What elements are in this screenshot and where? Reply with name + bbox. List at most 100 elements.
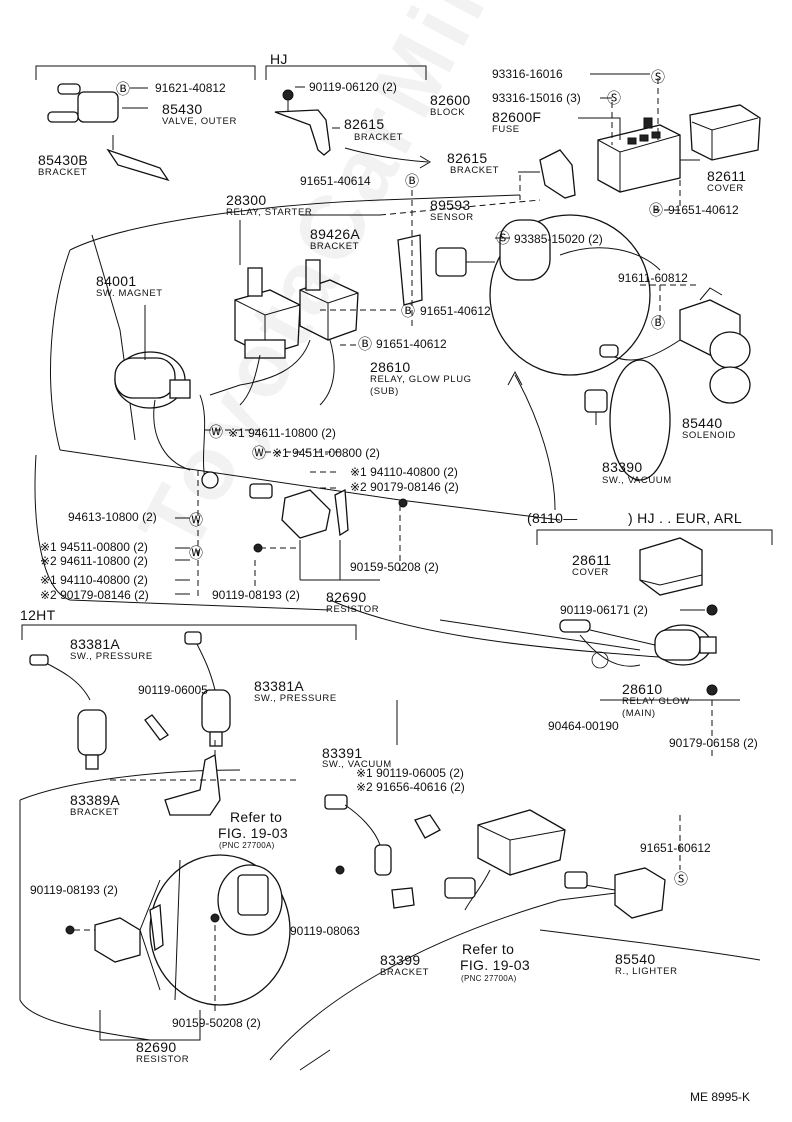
label-82615-top-name: BRACKET xyxy=(354,132,404,143)
label-89593: 89593 xyxy=(430,197,471,213)
sensor-drawing xyxy=(397,219,551,306)
label-28610-sub: 28610 xyxy=(370,359,411,375)
label-90119-06171: 90119-06171 (2) xyxy=(560,603,648,617)
label-93385-15020: 93385-15020 (2) xyxy=(514,232,603,246)
valve-outer-drawing xyxy=(47,83,170,182)
resistor-mid-drawing xyxy=(249,483,349,539)
resistor-lower-drawing xyxy=(65,903,220,1041)
label-91651-40612-m: 91651-40612 xyxy=(420,304,491,318)
label-91621-40812: 91621-40812 xyxy=(155,81,226,95)
label-89593-name: SENSOR xyxy=(430,212,474,223)
relay-starter-drawing xyxy=(234,267,301,359)
label-ref2: Refer to xyxy=(462,941,515,957)
symbol-w-94613: Ⓦ xyxy=(189,512,203,528)
label-variant-close: ) HJ . . EUR, ARL xyxy=(628,510,743,526)
symbol-w-94511: Ⓦ xyxy=(252,445,266,461)
label-94511-00800-b: ※1 94511-00800 (2) xyxy=(40,540,148,554)
control-unit-drawing xyxy=(444,809,566,911)
fuse-block-drawing xyxy=(539,104,761,199)
label-90159-50208-b: 90159-50208 (2) xyxy=(172,1016,261,1030)
label-84001-name: SW. MAGNET xyxy=(96,288,163,299)
label-91651-40612-r: 91651-40612 xyxy=(668,203,739,217)
label-83399: 83399 xyxy=(380,952,421,968)
label-85540: 85540 xyxy=(615,951,656,967)
label-85430: 85430 xyxy=(162,101,203,117)
pressure-switch-left-drawing xyxy=(29,654,107,770)
label-ref2-fig: FIG. 19-03 xyxy=(460,957,530,973)
symbol-b-91621: Ⓑ xyxy=(116,81,130,97)
label-89426a: 89426A xyxy=(310,226,361,242)
label-ref1-fig: FIG. 19-03 xyxy=(218,825,288,841)
label-82600f: 82600F xyxy=(492,109,542,125)
leader-lines-upper xyxy=(122,73,700,360)
pressure-switch-right-drawing xyxy=(144,631,231,747)
symbol-s-93316-16016: Ⓢ xyxy=(651,69,665,85)
label-28300: 28300 xyxy=(226,192,267,208)
label-90179-08146-a: ※2 90179-08146 (2) xyxy=(350,480,459,494)
label-82600f-name: FUSE xyxy=(492,124,520,135)
label-hj: HJ xyxy=(270,51,288,67)
section-bracket-top-left xyxy=(35,65,256,80)
symbol-b-91651-40612-r: Ⓑ xyxy=(649,202,663,218)
label-83390: 83390 xyxy=(602,459,643,475)
label-90119-08193-a: 90119-08193 (2) xyxy=(212,588,300,602)
label-28610-main-name2: (MAIN) xyxy=(622,708,656,719)
label-83391-name: SW., VACUUM xyxy=(322,759,392,770)
label-91656-40616: ※2 91656-40616 (2) xyxy=(356,780,465,794)
label-83389a: 83389A xyxy=(70,792,121,808)
symbol-w-94511-b: Ⓦ xyxy=(189,545,203,561)
fastener-chain-drawing xyxy=(175,429,408,600)
label-94611-10800-b: ※2 94611-10800 (2) xyxy=(40,554,148,568)
solenoid-drawing xyxy=(599,287,751,404)
label-85440-name: SOLENOID xyxy=(682,430,736,441)
vacuum-switch-83391-drawing xyxy=(324,794,441,876)
section-bracket-variant xyxy=(536,529,773,545)
label-91651-40614: 91651-40614 xyxy=(300,174,371,188)
label-90119-08193-b: 90119-08193 (2) xyxy=(30,883,118,897)
label-94611-10800: ※1 94611-10800 (2) xyxy=(228,426,336,440)
label-90464-00190: 90464-00190 xyxy=(548,719,619,733)
label-91611-60812: 91611-60812 xyxy=(618,271,688,285)
label-90159-50208-a: 90159-50208 (2) xyxy=(350,560,439,574)
relay-glow-sub-drawing xyxy=(209,259,359,406)
bracket-83389a-drawing xyxy=(110,740,300,816)
sw-magnet-drawing xyxy=(114,351,219,489)
vacuum-switch-drawing xyxy=(584,389,608,425)
label-90119-06005: 90119-06005 xyxy=(138,683,208,697)
label-83381a-right: 83381A xyxy=(254,678,305,694)
label-91651-40612-b: 91651-40612 xyxy=(376,337,447,351)
label-85430b: 85430B xyxy=(38,152,89,168)
label-82600: 82600 xyxy=(430,92,471,108)
label-82615-top: 82615 xyxy=(344,116,385,132)
label-94613-10800: 94613-10800 (2) xyxy=(68,510,157,524)
label-94110-40800-b: ※1 94110-40800 (2) xyxy=(40,573,148,587)
hj-bracket-drawing xyxy=(274,89,431,169)
label-ref2-pnc: (PNC 27700A) xyxy=(461,974,517,983)
label-28610-main-name: RELAY GLOW xyxy=(622,696,690,707)
label-28300-name: RELAY, STARTER xyxy=(226,207,313,218)
symbol-b-91651-40612-m: Ⓑ xyxy=(401,303,415,319)
label-82690-a-name: RESISTOR xyxy=(326,604,380,615)
label-83390-name: SW., VACUUM xyxy=(602,475,672,486)
booster-arrow-head xyxy=(507,370,523,386)
label-variant-open: (8110— xyxy=(527,510,578,526)
label-ref1-pnc: (PNC 27700A) xyxy=(219,841,275,850)
booster-arrow xyxy=(514,374,556,511)
label-91651-60612: 91651-60612 xyxy=(640,841,711,855)
label-93316-15016: 93316-15016 (3) xyxy=(492,91,581,105)
label-28611-name: COVER xyxy=(572,567,609,578)
symbol-s-93385: Ⓢ xyxy=(496,230,510,246)
label-83399-name: BRACKET xyxy=(380,967,430,978)
alternator-drawing xyxy=(139,854,291,1006)
symbol-b-91611: Ⓑ xyxy=(651,315,665,331)
label-28611: 28611 xyxy=(572,552,612,568)
label-83381a-left-name: SW., PRESSURE xyxy=(70,651,153,662)
section-bracket-12ht xyxy=(21,624,357,640)
symbol-w-94611: Ⓦ xyxy=(209,424,223,440)
label-82611-name: COVER xyxy=(707,183,744,194)
symbol-b-91651-40614: Ⓑ xyxy=(405,173,419,189)
label-82600-name: BLOCK xyxy=(430,107,466,118)
label-83389a-name: BRACKET xyxy=(70,807,120,818)
